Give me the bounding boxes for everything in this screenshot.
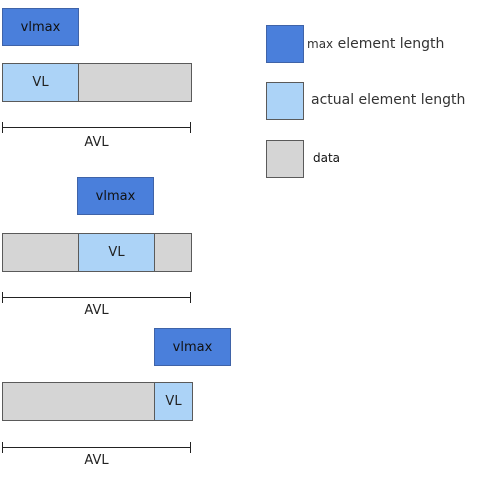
legend-swatch-data <box>266 140 304 178</box>
vl-label-3: VL <box>165 394 182 409</box>
legend-swatch-max <box>266 25 304 63</box>
legend-label-max: max element length <box>307 36 444 52</box>
data-segment-1 <box>79 64 191 101</box>
avl-label-3: AVL <box>84 453 109 468</box>
data-segment-2a <box>3 234 78 271</box>
legend-label-actual: actual element length <box>311 92 466 108</box>
vlmax-label-3: vlmax <box>172 339 213 355</box>
vlmax-label-2: vlmax <box>95 188 136 204</box>
avl-label-2: AVL <box>84 303 109 318</box>
vl-segment-3: VL <box>155 383 192 420</box>
data-segment-3 <box>3 383 155 420</box>
avl-dimension-2 <box>2 292 191 303</box>
legend-label-max-rest: element length <box>333 36 445 52</box>
legend-label-data: data <box>313 151 341 165</box>
vl-label-2: VL <box>108 245 125 260</box>
vlmax-box-1: vlmax <box>2 8 79 46</box>
legend-swatch-actual <box>266 82 304 120</box>
vlmax-box-2: vlmax <box>77 177 154 215</box>
vlmax-label-1: vlmax <box>20 19 61 35</box>
data-bar-3: VL <box>2 382 193 421</box>
data-segment-2b <box>155 234 191 271</box>
vlmax-box-3: vlmax <box>154 328 231 366</box>
vl-segment-2: VL <box>78 234 155 271</box>
data-bar-2: VL <box>2 233 192 272</box>
avl-dimension-3 <box>2 442 191 453</box>
vl-label-1: VL <box>32 75 49 90</box>
vl-segment-1: VL <box>3 64 79 101</box>
legend-label-max-prefix: max <box>307 37 334 51</box>
data-bar-1: VL <box>2 63 192 102</box>
avl-dimension-1 <box>2 122 191 133</box>
avl-label-1: AVL <box>84 135 109 150</box>
